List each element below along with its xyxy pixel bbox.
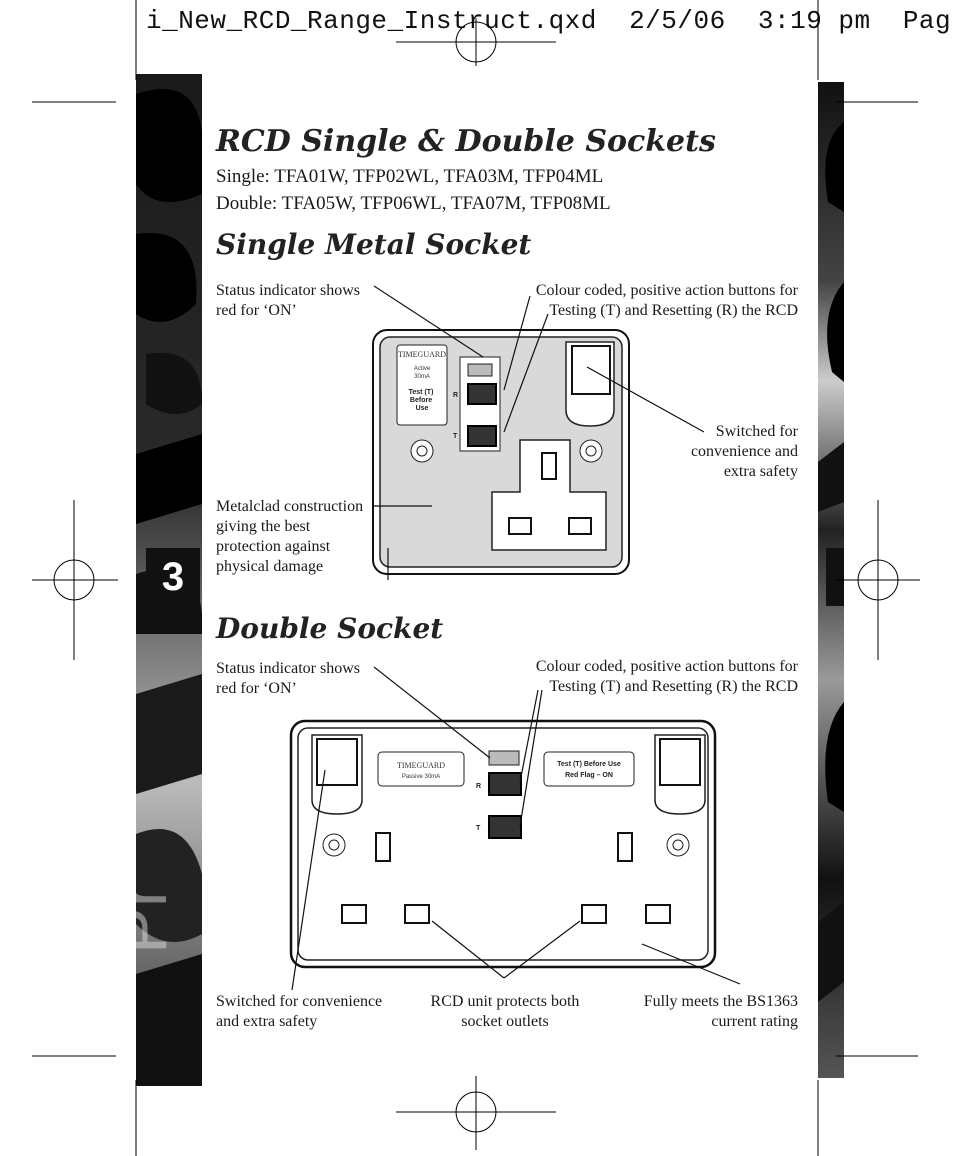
single-test-note-3: Use — [416, 405, 429, 412]
double-right-switch-rocker[interactable] — [659, 738, 701, 786]
single-test-note: Test (T) Before Use — [409, 389, 436, 412]
double-left-live-hole — [341, 904, 367, 924]
double-right-live-hole — [581, 904, 607, 924]
double-rating-callout: Fully meets the BS1363 current rating — [643, 993, 798, 1030]
double-models: Double: TFA05W, TFP06WL, TFA07M, TFP08ML — [216, 193, 611, 214]
single-status-indicator — [467, 363, 493, 377]
right-band-pattern — [818, 122, 844, 1002]
double-status-callout: Status indicator shows red for ‘ON’ — [216, 660, 360, 697]
double-test-label — [543, 751, 635, 787]
file-header: i_New_RCD_Range_Instruct.qxd 2/5/06 3:19… — [146, 6, 952, 36]
double-screw-right — [666, 833, 690, 857]
single-switch-leader — [586, 366, 705, 433]
double-r-label: R — [476, 783, 481, 790]
double-switched-callout: Switched for convenience and extra safet… — [216, 993, 383, 1030]
single-switched-callout: Switched for convenience and extra safet… — [690, 423, 798, 480]
single-reset-button[interactable] — [467, 383, 497, 405]
single-live-pin-hole — [508, 517, 532, 535]
single-metalclad-callout: Metalclad construction giving the best p… — [216, 498, 364, 575]
right-page-tab — [826, 548, 844, 606]
single-t-label: T — [453, 433, 458, 440]
double-test-line-2: Red Flag – ON — [565, 772, 613, 779]
single-test-note-1: Test (T) — [409, 389, 434, 396]
double-t-label: T — [476, 825, 481, 832]
double-test-button[interactable] — [488, 815, 522, 839]
double-buttons-callout: Colour coded, positive action buttons fo… — [535, 658, 798, 695]
double-switch-leader — [291, 769, 326, 991]
single-models: Single: TFA01W, TFP02WL, TFA03M, TFP04ML — [216, 166, 604, 187]
double-left-switch-rocker[interactable] — [316, 738, 358, 786]
left-band-pattern: Pr — [136, 89, 202, 1086]
double-rcd-unit-callout: RCD unit protects both socket outlets — [430, 993, 580, 1030]
double-right-earth-hole — [617, 832, 633, 862]
double-passive-text: Passive 30mA — [402, 774, 440, 780]
single-test-leader — [503, 313, 549, 433]
double-socket-heading: Double Socket — [216, 612, 444, 645]
single-brand-text: TIMEGUARD — [398, 350, 446, 359]
single-socket-heading: Single Metal Socket — [216, 228, 532, 261]
single-label-card — [396, 344, 448, 426]
single-active-text: Active — [414, 366, 431, 372]
double-screw-left-center — [328, 839, 340, 851]
page-number-tab: 3 — [146, 548, 200, 606]
double-screw-left — [322, 833, 346, 857]
double-status-indicator — [488, 750, 520, 766]
double-reset-leader — [519, 689, 539, 783]
single-rating-text: 30mA — [414, 374, 430, 380]
single-neutral-pin-hole — [568, 517, 592, 535]
page-title: RCD Single & Double Sockets — [216, 124, 716, 159]
single-reset-leader — [503, 295, 531, 391]
double-rcd-leader-right — [503, 920, 581, 979]
double-left-neutral-hole — [404, 904, 430, 924]
double-rcd-leader-left — [431, 920, 505, 979]
single-status-callout: Status indicator shows red for ‘ON’ — [216, 282, 360, 319]
single-test-note-2: Before — [410, 397, 432, 404]
single-earth-pin-hole — [541, 452, 557, 480]
single-screw-left — [410, 439, 434, 463]
double-test-leader — [519, 689, 543, 827]
single-screw-right-center — [585, 445, 597, 457]
double-left-earth-hole — [375, 832, 391, 862]
single-status-leader — [373, 285, 484, 358]
single-screw-right — [579, 439, 603, 463]
double-screw-right-center — [672, 839, 684, 851]
single-screw-left-center — [416, 445, 428, 457]
svg-text:Pr: Pr — [136, 884, 181, 954]
single-buttons-callout: Colour coded, positive action buttons fo… — [535, 282, 798, 319]
single-switch-rocker[interactable] — [571, 345, 611, 395]
double-brand-text: TIMEGUARD — [397, 761, 445, 770]
single-r-label: R — [453, 392, 458, 399]
double-status-leader — [373, 666, 491, 759]
double-test-line-1: Test (T) Before Use — [557, 761, 621, 768]
double-brand-label — [377, 751, 465, 787]
double-reset-button[interactable] — [488, 772, 522, 796]
double-rating-leader — [641, 943, 741, 985]
double-right-neutral-hole — [645, 904, 671, 924]
single-test-button[interactable] — [467, 425, 497, 447]
